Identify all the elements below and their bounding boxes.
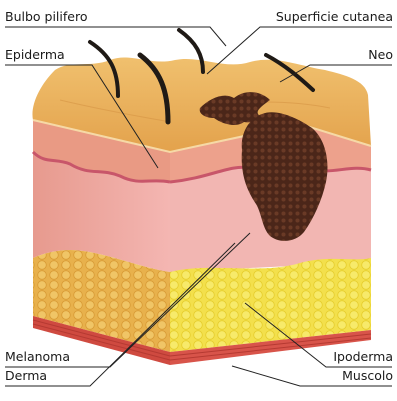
label-melanoma: Melanoma [5,350,70,364]
label-ipoderma: Ipoderma [333,350,393,364]
label-derma: Derma [5,369,47,383]
label-bulbo-pilifero: Bulbo pilifero [5,10,87,24]
label-epiderma: Epiderma [5,48,65,62]
label-muscolo: Muscolo [342,369,393,383]
label-neo: Neo [368,48,393,62]
label-superficie-cutanea: Superficie cutanea [276,10,393,24]
